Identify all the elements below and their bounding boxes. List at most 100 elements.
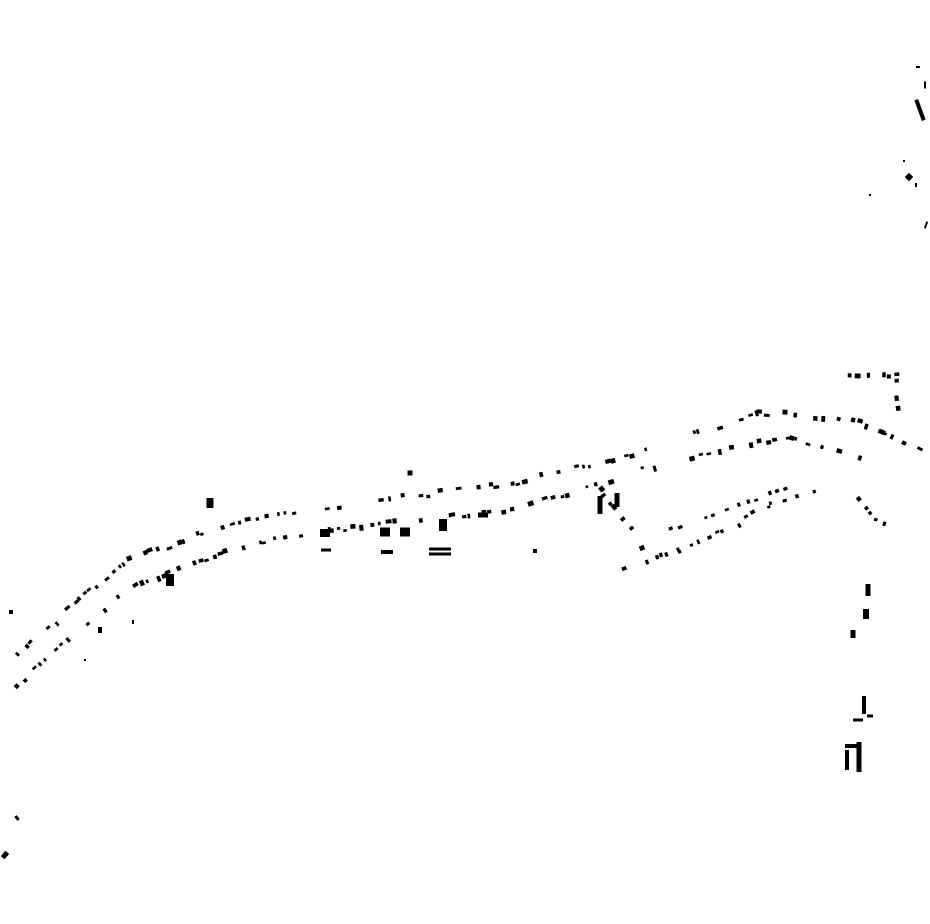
building [86,587,92,593]
building [766,504,771,509]
building [746,499,751,505]
building [493,485,500,490]
building [640,466,645,470]
building [488,482,494,487]
building [53,646,59,652]
building [392,518,397,524]
building [145,579,150,584]
building [743,514,749,519]
building [813,416,818,421]
building [94,584,99,590]
building [863,505,870,511]
building [9,610,13,614]
building [738,417,744,422]
building [381,550,393,554]
building [486,509,492,514]
building [14,651,20,657]
building [467,513,471,519]
building [698,452,704,457]
building [867,510,873,516]
building [82,590,88,596]
building [882,431,888,436]
building [199,532,204,537]
building [923,221,929,229]
building [255,517,260,521]
building [854,373,861,379]
building [22,677,28,684]
building [111,569,117,575]
buildings-layer [0,66,929,860]
building [886,374,891,379]
building [191,559,197,566]
building [862,696,866,714]
building [155,546,161,552]
building [104,576,110,582]
building [805,442,811,447]
building [175,565,182,572]
building [31,665,37,671]
building [915,183,917,187]
building [812,489,817,494]
building [181,538,186,545]
building [696,539,701,545]
building [221,547,228,554]
building [857,418,864,424]
building [54,621,60,627]
building [853,718,863,722]
building [610,503,618,511]
building [614,493,620,507]
building [869,194,871,196]
building [597,496,603,514]
building [437,487,444,493]
building [407,470,413,476]
building [556,469,561,475]
building [607,478,615,486]
building [84,659,86,661]
building [894,378,900,383]
building [241,545,246,551]
building [142,549,148,556]
building [27,639,33,645]
building [198,558,204,563]
building [706,451,712,456]
building [903,160,905,162]
building [793,412,798,418]
building [710,513,716,518]
building [607,501,613,507]
building [418,518,423,523]
building [882,521,887,527]
building [385,519,392,524]
building [628,525,635,531]
building [894,372,900,377]
building [916,66,920,68]
building [794,493,800,499]
building [264,513,270,519]
building [98,627,102,633]
building [793,436,798,441]
building [378,497,384,503]
building [782,409,788,415]
building [768,501,773,506]
building [237,520,242,525]
building [291,511,297,516]
building [14,815,20,821]
building [736,522,742,529]
building [37,661,43,667]
building [774,488,780,494]
building [714,529,720,534]
building [527,500,535,507]
building [533,549,537,553]
building [654,554,660,560]
building [258,540,263,545]
building [45,625,51,631]
building [765,439,772,445]
building [771,437,778,442]
building [644,447,648,452]
building [914,98,926,122]
building [675,547,681,553]
building [728,444,735,451]
building [400,527,410,537]
building [370,522,375,528]
building [283,511,287,515]
